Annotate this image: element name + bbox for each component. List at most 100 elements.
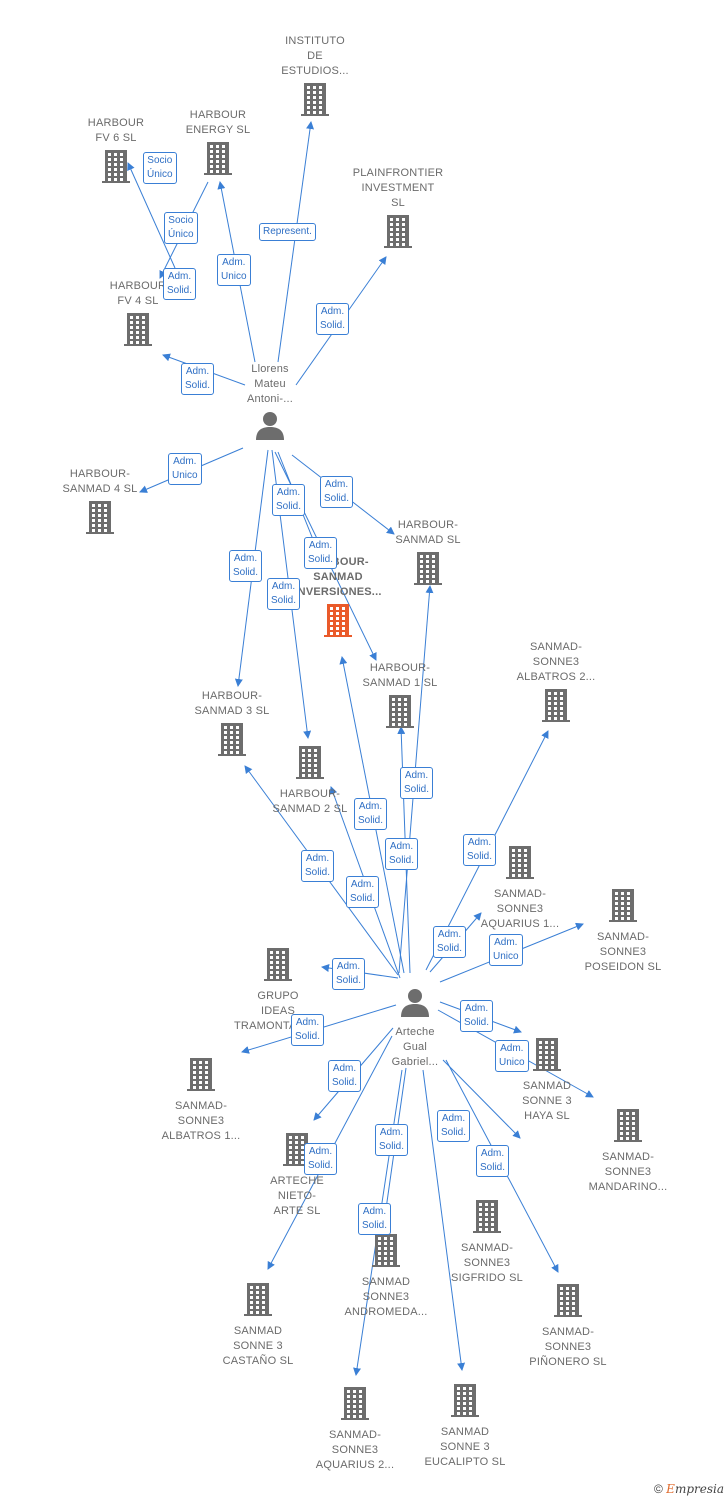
relation-label[interactable]: Adm. Solid. [433,926,467,958]
building-icon-wrap [473,1199,501,1238]
relation-label[interactable]: Adm. Solid. [400,767,434,799]
building-icon [384,215,412,248]
node-hs1[interactable]: HARBOUR- SANMAD 1 SL [330,661,470,736]
relation-edge [442,1059,521,1139]
building-icon [264,948,292,981]
relation-label[interactable]: Adm. Solid. [181,363,215,395]
node-label: HARBOUR FV 4 SL [109,280,167,307]
node-hs3[interactable]: HARBOUR- SANMAD 3 SL [162,689,302,764]
relation-label[interactable]: Adm. Solid. [316,303,350,335]
node-plainfrontier[interactable]: PLAINFRONTIER INVESTMENT SL [328,166,468,256]
relation-label[interactable]: Adm. Solid. [460,1000,494,1032]
node-albatros2[interactable]: SANMAD- SONNE3 ALBATROS 2... [486,640,626,730]
node-mandarino[interactable]: SANMAD- SONNE3 MANDARINO... [558,1105,698,1195]
building-icon-wrap [244,1282,272,1321]
node-aquarius1[interactable]: SANMAD- SONNE3 AQUARIUS 1... [450,842,590,932]
relation-label[interactable]: Adm. Solid. [375,1124,409,1156]
relation-label[interactable]: Adm. Solid. [328,1060,362,1092]
node-label: HARBOUR- SANMAD 1 SL [362,662,438,689]
relation-label[interactable]: Represent. [259,223,316,241]
node-albatros1[interactable]: SANMAD- SONNE3 ALBATROS 1... [131,1054,271,1144]
relation-label[interactable]: Adm. Solid. [163,268,197,300]
node-label: Llorens Mateu Antoni-... [246,363,294,405]
relation-label[interactable]: Adm. Unico [168,453,202,485]
node-hs[interactable]: HARBOUR- SANMAD SL [358,518,498,593]
node-label: SANMAD- SONNE3 SIGFRIDO SL [451,1242,523,1284]
node-harbour_energy[interactable]: HARBOUR ENERGY SL [148,108,288,183]
building-icon-wrap [506,845,534,884]
building-icon-wrap [384,214,412,253]
relation-label[interactable]: Adm. Solid. [463,834,497,866]
relation-label[interactable]: Adm. Solid. [332,958,366,990]
node-harbour_fv6[interactable]: HARBOUR FV 6 SL [46,116,186,191]
node-label: SANMAD- SONNE3 AQUARIUS 2... [315,1429,395,1471]
building-icon-wrap [451,1383,479,1422]
relation-label[interactable]: Adm. Solid. [272,484,306,516]
node-label: SANMAD SONNE 3 HAYA SL [522,1080,572,1122]
node-hs4[interactable]: HARBOUR- SANMAD 4 SL [30,467,170,542]
building-icon-wrap [554,1283,582,1322]
relation-label[interactable]: Adm. Solid. [346,876,380,908]
relation-label[interactable]: Adm. Solid. [437,1110,471,1142]
relation-label[interactable]: Adm. Solid. [476,1145,510,1177]
brand-logo-initial[interactable]: E [666,1482,675,1496]
person-icon-wrap [400,987,430,1022]
relation-label[interactable]: Adm. Solid. [304,1143,338,1175]
node-harbour_fv4[interactable]: HARBOUR FV 4 SL [68,279,208,354]
building-icon [372,1234,400,1267]
node-aquarius2[interactable]: SANMAD- SONNE3 AQUARIUS 2... [285,1383,425,1473]
relation-label[interactable]: Adm. Unico [217,254,251,286]
relation-label[interactable]: Adm. Solid. [267,578,301,610]
relation-label[interactable]: Adm. Solid. [354,798,388,830]
building-icon-wrap [86,500,114,539]
node-instituto[interactable]: INSTITUTO DE ESTUDIOS... [245,34,385,124]
node-label: SANMAD SONNE 3 EUCALIPTO SL [424,1426,506,1468]
building-icon-wrap [301,82,329,121]
brand-logo-text[interactable]: mpresia [674,1482,724,1496]
relation-label[interactable]: Socio Único [164,212,198,244]
building-icon [386,695,414,728]
node-andromeda[interactable]: SANMAD SONNE3 ANDROMEDA... [316,1230,456,1320]
relation-label[interactable]: Adm. Solid. [301,850,335,882]
node-poseidon[interactable]: SANMAD- SONNE3 POSEIDON SL [553,885,693,975]
node-arteche[interactable]: Arteche Gual Gabriel... [345,984,485,1070]
building-icon-wrap [609,888,637,927]
building-icon [533,1038,561,1071]
relation-label[interactable]: Adm. Solid. [385,838,419,870]
building-icon-wrap [533,1037,561,1076]
node-sigfrido[interactable]: SANMAD- SONNE3 SIGFRIDO SL [417,1196,557,1286]
node-grupo[interactable]: GRUPO IDEAS TRAMONTANA... [208,944,348,1034]
node-label: HARBOUR- SANMAD SL [395,519,461,546]
node-nieto[interactable]: ARTECHE NIETO- ARTE SL [227,1129,367,1219]
copyright-symbol: © [653,1482,663,1496]
relation-label[interactable]: Adm. Unico [495,1040,529,1072]
building-icon [102,150,130,183]
building-icon [609,889,637,922]
building-icon [614,1109,642,1142]
relation-label[interactable]: Adm. Unico [489,934,523,966]
building-icon [301,83,329,116]
building-icon [86,501,114,534]
relation-label[interactable]: Socio Único [143,152,177,184]
node-haya[interactable]: SANMAD SONNE 3 HAYA SL [477,1034,617,1124]
building-icon-wrap [283,1132,311,1171]
node-eucalipto[interactable]: SANMAD SONNE 3 EUCALIPTO SL [395,1380,535,1470]
building-icon-wrap [124,312,152,351]
node-hs2[interactable]: HARBOUR- SANMAD 2 SL [240,742,380,817]
building-icon [244,1283,272,1316]
building-icon-wrap [614,1108,642,1147]
relation-label[interactable]: Adm. Solid. [320,476,354,508]
relation-label[interactable]: Adm. Solid. [291,1014,325,1046]
relation-label[interactable]: Adm. Solid. [304,537,338,569]
building-icon-wrap [324,603,352,642]
node-llorens[interactable]: Llorens Mateu Antoni-... [200,362,340,448]
node-label: SANMAD- SONNE3 PIÑONERO SL [529,1326,607,1368]
node-castano[interactable]: SANMAD SONNE 3 CASTAÑO SL [188,1279,328,1369]
relation-label[interactable]: Adm. Solid. [358,1203,392,1235]
node-pinonero[interactable]: SANMAD- SONNE3 PIÑONERO SL [498,1280,638,1370]
node-label: HARBOUR- SANMAD 2 SL [272,788,348,815]
node-label: SANMAD SONNE 3 CASTAÑO SL [222,1325,294,1367]
building-icon-wrap [296,745,324,784]
relation-label[interactable]: Adm. Solid. [229,550,263,582]
